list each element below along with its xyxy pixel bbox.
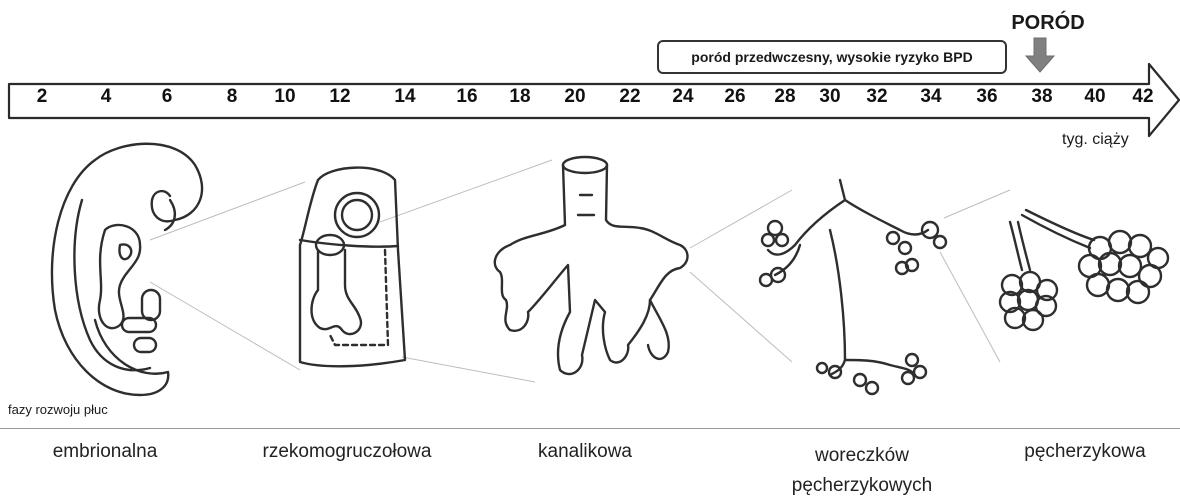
embryo-illustration bbox=[52, 144, 202, 395]
phase-saccular: woreczków pęcherzykowych bbox=[782, 441, 942, 501]
lung-phases-caption: fazy rozwoju płuc bbox=[8, 402, 108, 417]
phase-canalicular: kanalikowa bbox=[520, 441, 650, 463]
divider bbox=[0, 428, 1180, 429]
phase-pseudoglandular: rzekomogruczołowa bbox=[242, 441, 452, 463]
canalicular-illustration bbox=[495, 157, 688, 374]
alveolar-illustration bbox=[1000, 210, 1168, 330]
phase-alveolar: pęcherzykowa bbox=[1010, 441, 1160, 463]
pseudoglandular-illustration bbox=[300, 168, 405, 367]
saccular-illustration bbox=[760, 180, 946, 394]
phase-embryonic: embrionalna bbox=[30, 441, 180, 463]
